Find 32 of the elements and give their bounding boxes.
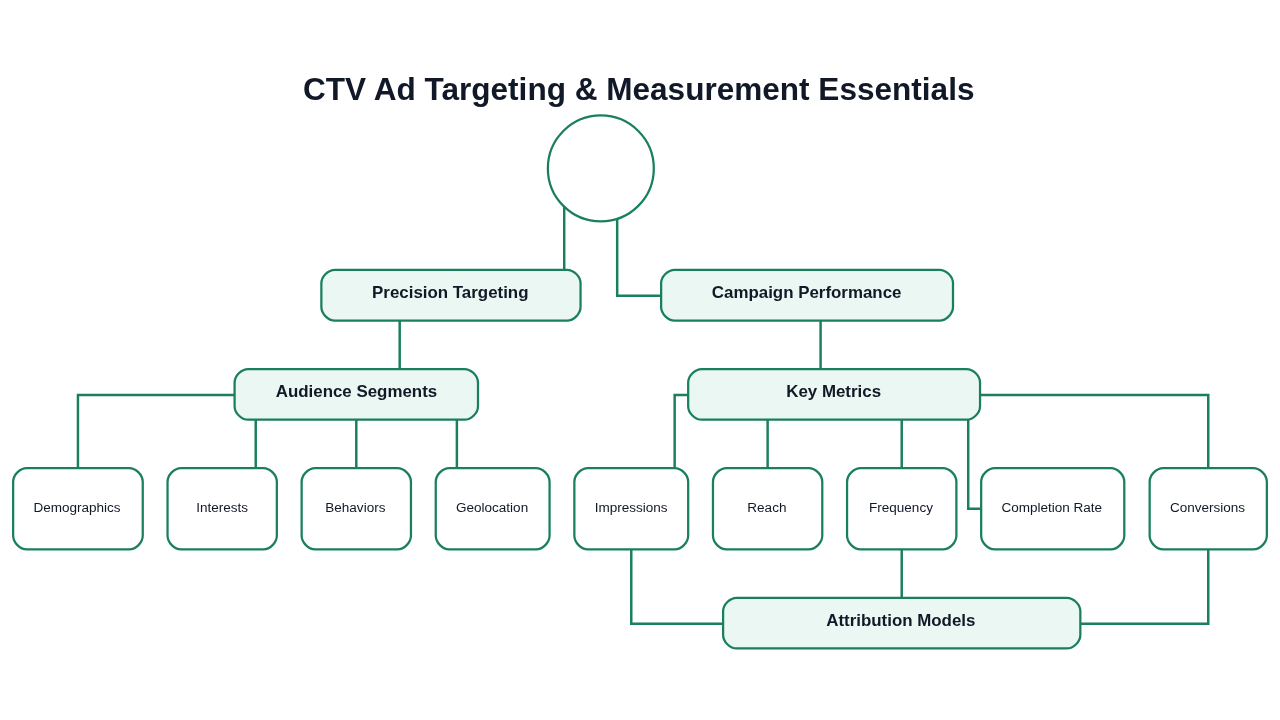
connector	[766, 419, 769, 469]
node-box: Behaviors	[300, 467, 413, 551]
connector	[673, 393, 688, 468]
connector	[615, 219, 661, 297]
connector	[967, 419, 982, 510]
node-box: Audience Segments	[233, 367, 480, 421]
node-box: Conversions	[1148, 467, 1268, 551]
node-box: Frequency	[845, 467, 958, 551]
connector	[562, 206, 566, 270]
node-box: Geolocation	[434, 467, 551, 551]
node-box: Campaign Performance	[660, 268, 955, 322]
node-box: Completion Rate	[980, 467, 1126, 551]
node-circle	[546, 114, 655, 223]
diagram-title: CTV Ad Targeting & Measurement Essentials	[303, 71, 975, 108]
node-box: Impressions	[573, 467, 690, 551]
node-box: Demographics	[12, 467, 144, 551]
connector	[980, 393, 1210, 468]
node-box: Attribution Models	[722, 596, 1082, 650]
node-box: Key Metrics	[687, 367, 982, 421]
connector	[630, 549, 723, 625]
connector	[398, 320, 401, 369]
node-box: Interests	[166, 467, 278, 551]
connector	[900, 419, 903, 469]
node-box: Reach	[711, 467, 824, 551]
connector	[76, 393, 235, 468]
connector	[819, 320, 822, 369]
connector	[455, 419, 459, 469]
connector	[1080, 549, 1210, 625]
connector	[900, 549, 903, 598]
connector	[254, 419, 257, 469]
connector	[355, 419, 358, 469]
node-box: Precision Targeting	[320, 268, 582, 322]
